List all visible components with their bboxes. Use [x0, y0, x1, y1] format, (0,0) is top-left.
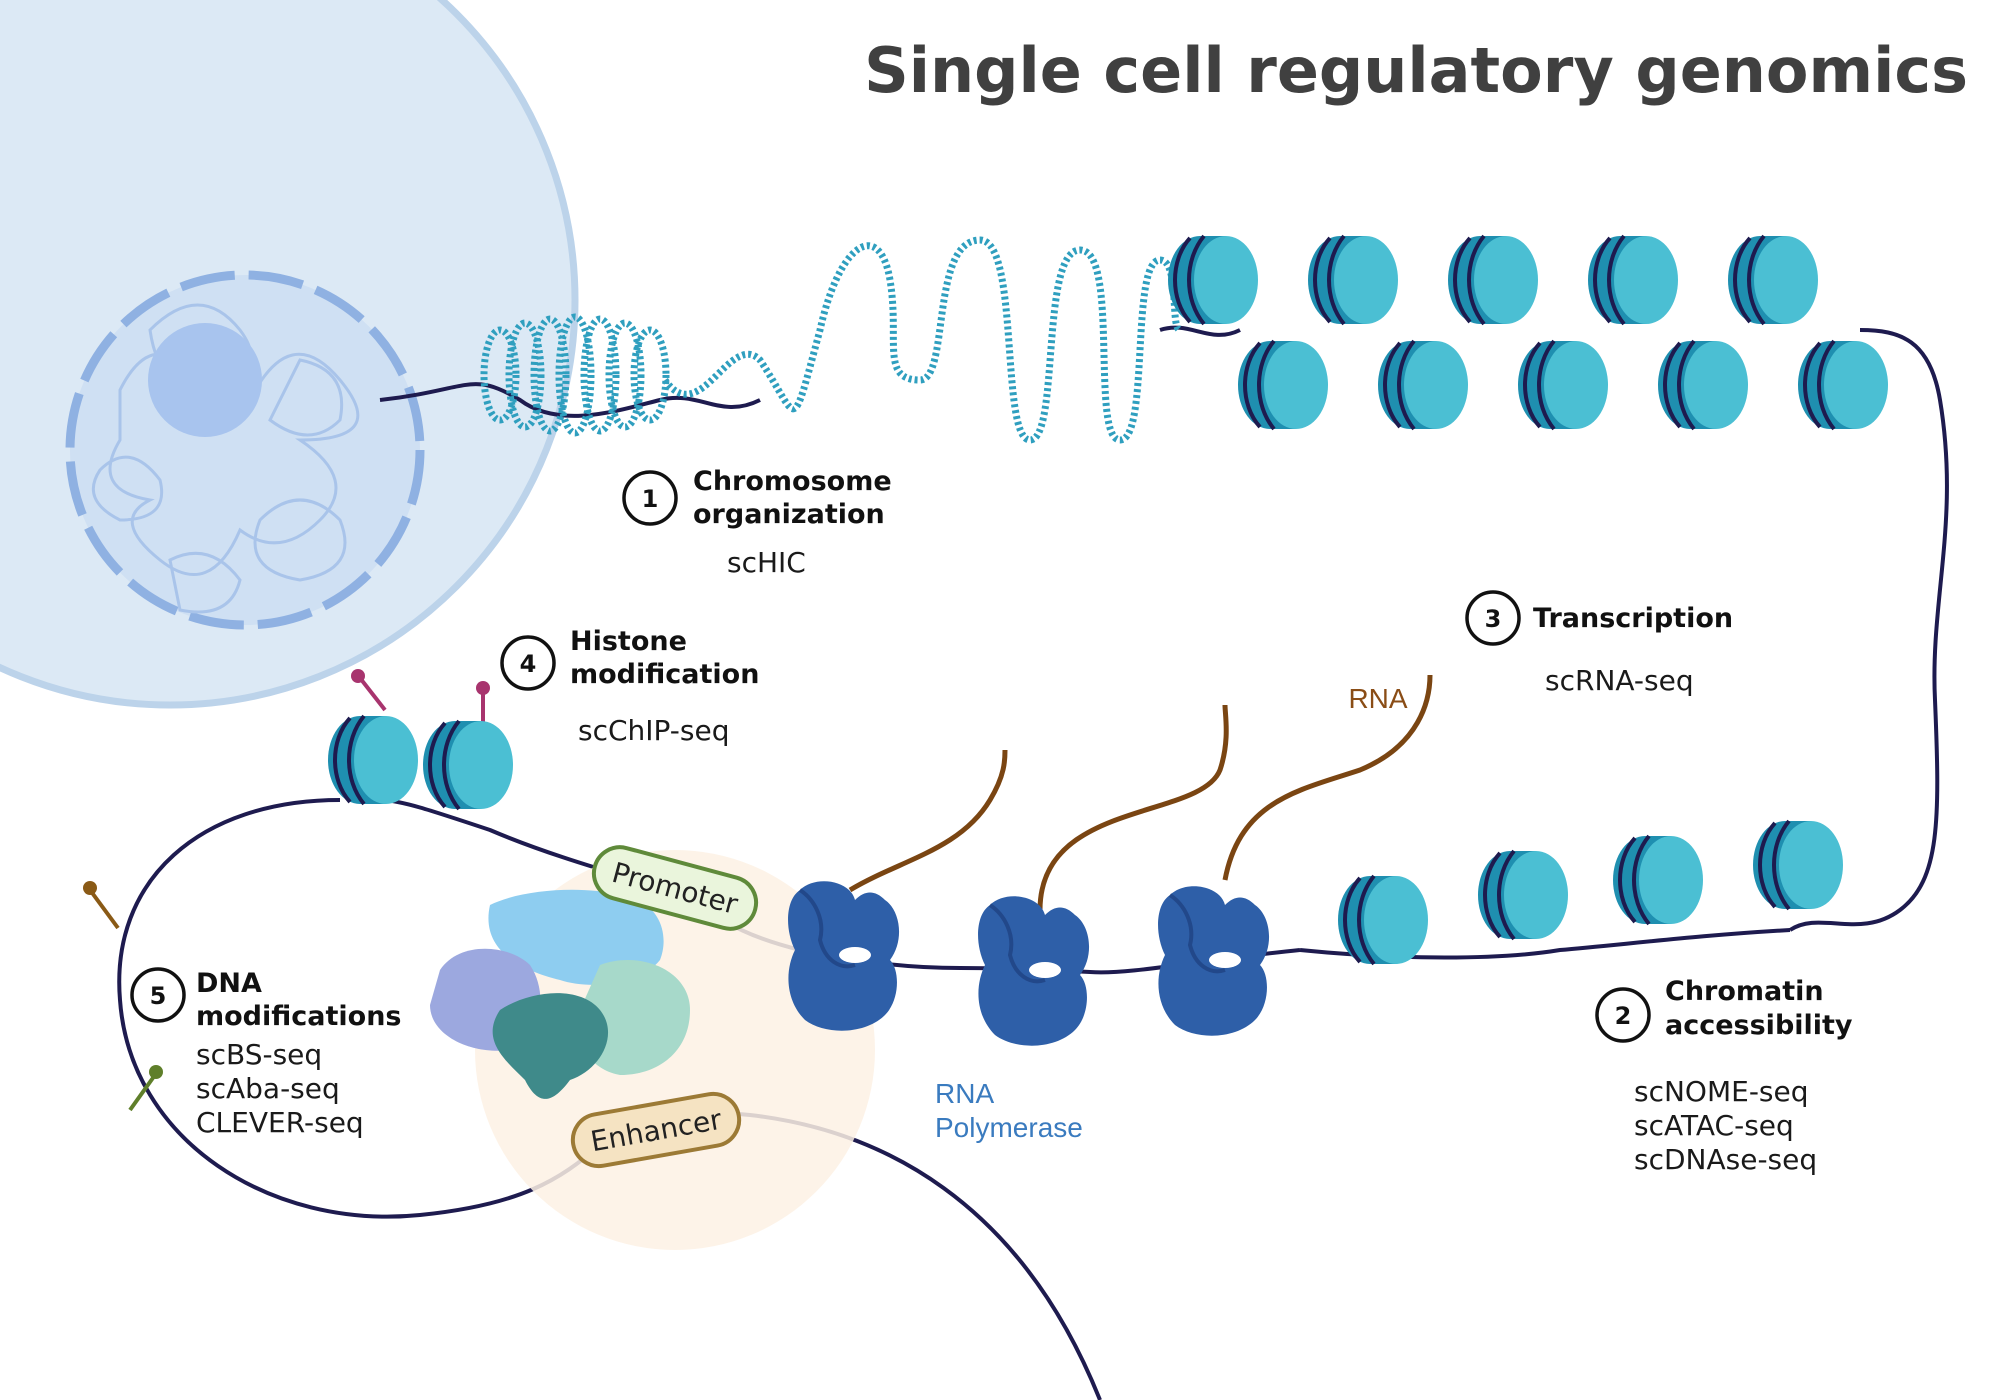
method-label: scChIP-seq [578, 714, 730, 747]
nucleosome [1516, 339, 1610, 431]
modification-mark [149, 1065, 163, 1079]
rna-label: RNA [1348, 683, 1407, 714]
section-chromatin-accessibility: 2 Chromatin accessibility scNOME-seq scA… [1595, 976, 1853, 1176]
section-chromosome-organization: 1 Chromosome organization scHIC [622, 466, 892, 579]
diagram-title: Single cell regulatory genomics [864, 34, 1968, 107]
nucleolus [148, 323, 262, 437]
method-label: scDNAse-seq [1634, 1143, 1817, 1176]
section-heading-line2: modifications [196, 1001, 402, 1032]
section-number: 1 [642, 485, 659, 513]
nucleosome [1751, 819, 1845, 911]
nucleosome [1446, 234, 1540, 326]
nucleosome [1236, 339, 1330, 431]
nucleosome [421, 719, 515, 811]
rna-strands [848, 674, 1433, 911]
section-heading-line1: Histone [570, 626, 687, 657]
method-label: scATAC-seq [1634, 1109, 1794, 1142]
cell [0, 0, 579, 709]
rna-polymerase-label-line1: RNA [935, 1078, 994, 1109]
nucleosome [1306, 234, 1400, 326]
histone-mark [476, 681, 490, 695]
rna-polymerase [786, 879, 902, 1033]
method-label: scRNA-seq [1545, 664, 1694, 697]
histone-mark [351, 669, 365, 683]
section-heading-line2: accessibility [1665, 1010, 1853, 1041]
nucleosome-row-upper [1166, 234, 1890, 431]
section-heading-line1: Chromosome [693, 466, 892, 497]
rna-polymerase-label-line2: Polymerase [935, 1112, 1083, 1143]
nucleosome [1586, 234, 1680, 326]
section-number-badge [500, 635, 556, 691]
nucleosome [1166, 234, 1260, 326]
section-heading-line2: modification [570, 659, 759, 690]
section-number: 3 [1485, 605, 1502, 633]
section-number-badge [130, 967, 186, 1023]
section-number: 2 [1615, 1002, 1632, 1030]
section-heading-line2: organization [693, 499, 885, 530]
section-heading-line1: Chromatin [1665, 976, 1824, 1007]
method-label: scHIC [727, 546, 806, 579]
nucleosome [1611, 834, 1705, 926]
methyl-mark [83, 881, 97, 895]
rna-polymerases [786, 879, 1272, 1048]
nucleus-envelope [65, 270, 425, 630]
nucleosome [326, 714, 420, 806]
dna-strand-loop [117, 798, 1102, 1400]
chromatin-fiber [480, 236, 1183, 444]
method-label: scNOME-seq [1634, 1075, 1809, 1108]
nucleosome-row-lower [1336, 819, 1845, 966]
rna-polymerase [976, 894, 1092, 1048]
section-number-badge [1595, 987, 1651, 1043]
section-number-badge [1465, 590, 1521, 646]
enhancer-tag: Enhancer [570, 1091, 742, 1169]
protein-complex [430, 889, 690, 1099]
section-number: 5 [150, 982, 167, 1010]
nucleosome [1476, 849, 1570, 941]
nucleosome [1336, 874, 1430, 966]
section-dna-modifications: 5 DNA modifications scBS-seq scAba-seq C… [130, 967, 402, 1139]
method-label: scBS-seq [196, 1038, 322, 1071]
dna-modification-marks [83, 881, 163, 1112]
histone-group [326, 669, 515, 811]
section-number: 4 [520, 650, 537, 678]
section-heading-line1: Transcription [1533, 603, 1733, 634]
nucleosome [1376, 339, 1470, 431]
nucleosome [1726, 234, 1820, 326]
section-heading-line1: DNA [196, 968, 262, 999]
dna-strand-upper [379, 325, 1949, 932]
method-label: scAba-seq [196, 1072, 340, 1105]
method-label: CLEVER-seq [196, 1106, 364, 1139]
rna-polymerase [1156, 884, 1272, 1038]
nucleosome [1796, 339, 1890, 431]
section-transcription: 3 Transcription scRNA-seq [1465, 590, 1733, 697]
section-number-badge [622, 470, 678, 526]
nucleosome [1656, 339, 1750, 431]
section-histone-modification: 4 Histone modification scChIP-seq [500, 626, 759, 747]
